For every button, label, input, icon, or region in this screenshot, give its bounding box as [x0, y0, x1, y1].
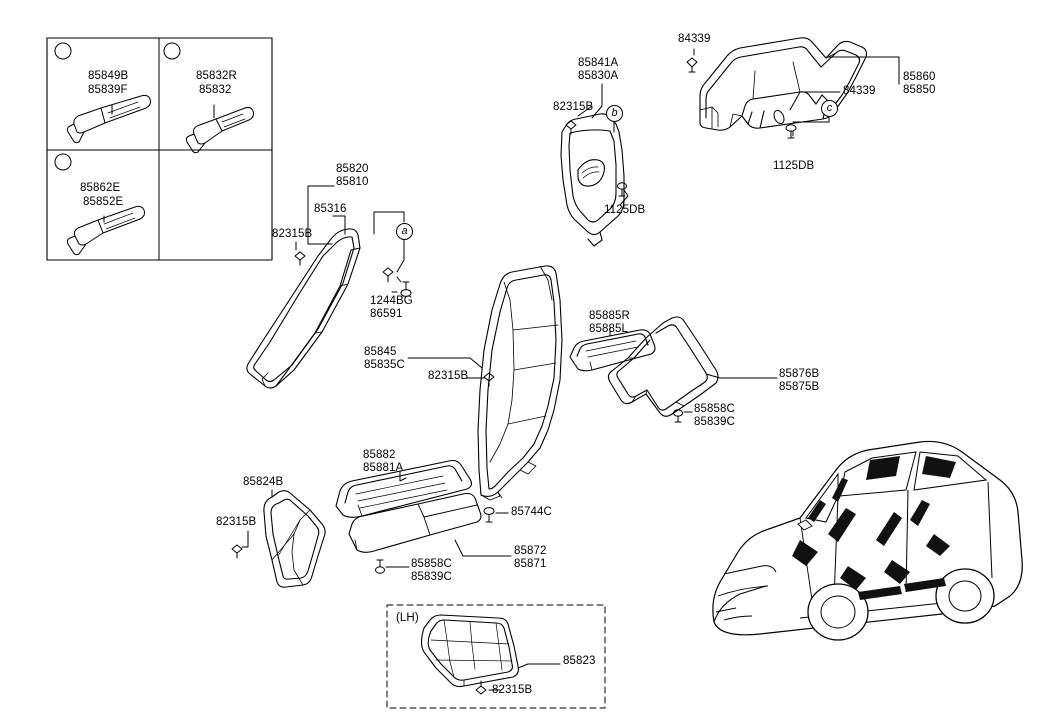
label-lh: (LH) [396, 612, 419, 624]
legend-label-a: 85849B [88, 70, 129, 82]
part-label-85316: 85316 [314, 203, 347, 215]
part-label-82315b-bottom: 82315B [492, 684, 533, 696]
callout-a: a [396, 223, 413, 240]
callout-b: b [606, 105, 623, 122]
part-label-85882: 85882 85881A [363, 449, 404, 474]
part-label-82315b-left: 82315B [272, 228, 313, 240]
callout-c: c [821, 100, 838, 117]
legend-label-b2: 85832 [199, 84, 232, 96]
part-label-85841a: 85841A 85830A [578, 57, 619, 82]
legend-label-b: 85832R [196, 70, 237, 82]
part-label-85823: 85823 [563, 655, 596, 667]
part-label-82315b-low: 82315B [216, 516, 257, 528]
part-label-85824b: 85824B [243, 476, 284, 488]
part-label-85845: 85845 85835C [364, 346, 405, 371]
part-label-1125db-top: 1125DB [604, 204, 646, 216]
part-label-85876b: 85876B 85875B [779, 368, 820, 393]
part-label-82315b-mid: 82315B [428, 370, 469, 382]
part-label-82315b-top: 82315B [553, 101, 594, 113]
legend-label-a2: 85839F [88, 84, 128, 96]
part-label-84339-top: 84339 [678, 33, 711, 45]
legend-label-c2: 85852E [83, 196, 124, 208]
part-label-1244bg: 1244BG 86591 [370, 295, 413, 320]
part-label-84339-right: 84339 [843, 85, 876, 97]
part-label-85820: 85820 85810 [336, 163, 369, 188]
part-label-85858c-right: 85858C 85839C [694, 403, 735, 428]
legend-label-c: 85862E [80, 182, 121, 194]
part-label-85860: 85860 85850 [903, 71, 936, 96]
part-label-85885r: 85885R 85885L [589, 310, 630, 335]
part-label-1125db-right: 1125DB [773, 160, 815, 172]
part-label-85744c: 85744C [511, 506, 552, 518]
part-label-85858c-low: 85858C 85839C [411, 558, 452, 583]
part-label-85872: 85872 85871 [514, 545, 547, 570]
